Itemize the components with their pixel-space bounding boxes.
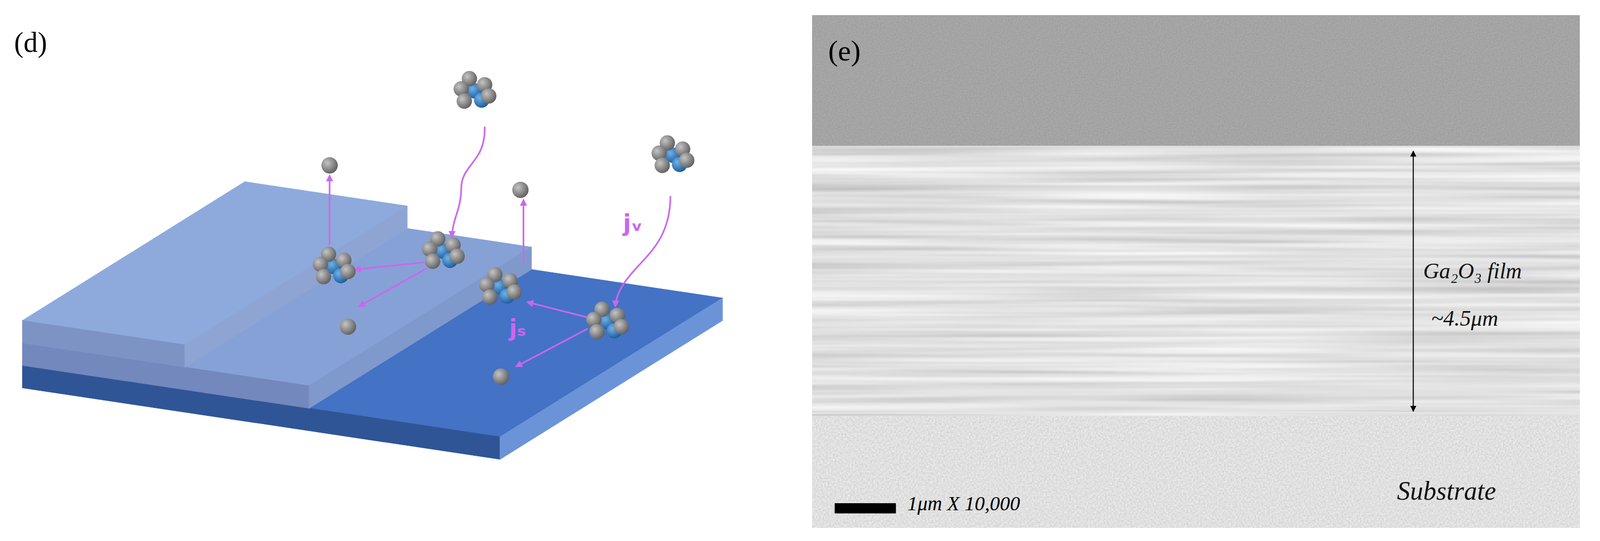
sem-substrate	[812, 416, 1580, 528]
surface-edge	[812, 146, 1580, 148]
thickness-arrow	[1412, 151, 1414, 412]
atom	[480, 88, 497, 104]
surface-arrow	[527, 301, 588, 318]
atom	[456, 93, 472, 109]
sem-background	[812, 15, 1580, 146]
atom	[339, 318, 356, 335]
atom	[481, 289, 498, 305]
vapour-arrow	[615, 196, 671, 307]
atom	[424, 253, 441, 269]
film-region: Ga₂O₃ film ~4.5μm	[812, 145, 1580, 416]
side-face	[500, 297, 723, 460]
front-face	[22, 320, 186, 368]
flux-label: jᵥ	[623, 209, 643, 237]
atom	[321, 157, 338, 174]
flux-arrows	[329, 126, 671, 367]
surface-arrow	[359, 268, 427, 306]
desorption-arrow	[522, 200, 525, 264]
molecules	[312, 71, 695, 385]
surface-arrow	[354, 262, 425, 270]
region-label: Ga₂O₃ film	[1423, 258, 1522, 285]
side-face	[185, 206, 408, 368]
surface-arrow	[516, 328, 588, 367]
atom	[493, 368, 510, 385]
vapour-arrow	[452, 126, 485, 237]
atom	[449, 248, 465, 264]
flux-label: jₛ	[509, 314, 526, 342]
scale-label: 1μm X 10,000	[907, 491, 1020, 516]
atom	[679, 152, 695, 168]
region-label: ~4.5μm	[1431, 305, 1499, 332]
panel-label: (e)	[828, 34, 861, 69]
region-label: Substrate	[1396, 475, 1496, 507]
substrate-slab	[22, 181, 723, 460]
atom	[613, 319, 630, 335]
atom	[340, 263, 356, 279]
desorption-arrow	[328, 175, 331, 245]
atom	[654, 157, 670, 173]
top-face	[22, 181, 408, 345]
side-face	[309, 247, 532, 409]
atom	[316, 268, 332, 284]
atom	[589, 324, 605, 340]
panel-label: (d)	[14, 26, 47, 59]
interface-line	[812, 411, 1580, 414]
atom	[506, 284, 522, 300]
sem-film	[812, 146, 1580, 417]
atom	[512, 181, 529, 198]
scale-bar	[834, 503, 896, 514]
sem-image	[812, 15, 1580, 528]
